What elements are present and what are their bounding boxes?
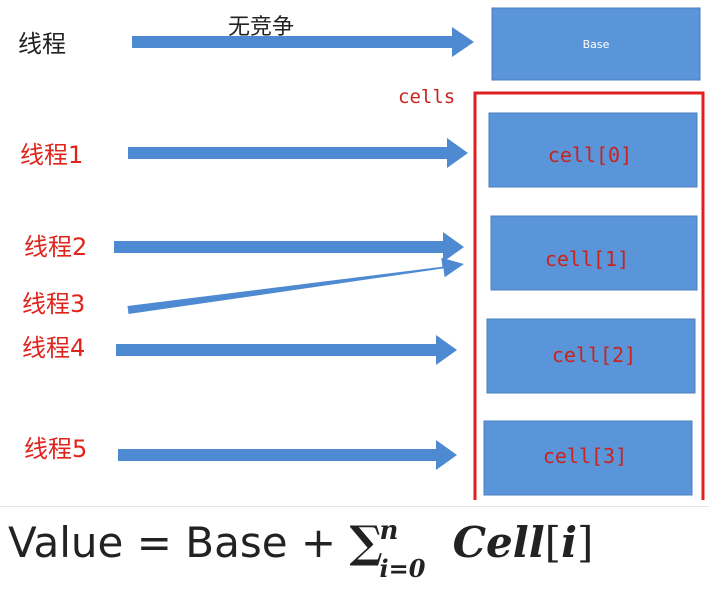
formula-bar: Value = Base + ∑ n i=0 Cell[i] xyxy=(0,506,709,583)
thread-4-arrow xyxy=(116,335,457,365)
contention-diagram: 线程 无竞争 Base cells cell[0] cell[1] cell[2… xyxy=(18,7,705,500)
formula-plus: + xyxy=(300,518,337,567)
thread-2-arrow xyxy=(114,232,464,262)
cell-2-box xyxy=(486,318,696,394)
cell-1-box xyxy=(490,215,698,291)
cell-3-box xyxy=(483,420,693,496)
thread-1-label: 线程1 xyxy=(20,141,83,169)
cell-term-name: Cell xyxy=(452,518,545,567)
top-thread-label: 线程 xyxy=(18,30,66,58)
cells-group-border xyxy=(473,91,705,500)
no-contention-label: 无竞争 xyxy=(228,15,294,40)
value-formula: Value = Base + ∑ n i=0 Cell[i] xyxy=(8,513,594,583)
cell-term-index: i xyxy=(561,518,578,567)
thread-2-label: 线程2 xyxy=(24,233,87,261)
thread-3-label: 线程3 xyxy=(22,290,85,318)
sum-upper-bound: n xyxy=(379,516,399,546)
cell-2-label: cell[2] xyxy=(552,343,636,367)
formula-summation: ∑ n i=0 xyxy=(349,513,425,583)
cell-0-box xyxy=(488,112,698,188)
formula-equals: = xyxy=(136,518,172,567)
thread-3-arrow xyxy=(127,257,464,314)
formula-lhs: Value xyxy=(8,518,124,567)
cell-1-label: cell[1] xyxy=(545,247,629,271)
thread-4-label: 线程4 xyxy=(22,334,85,362)
cell-3-label: cell[3] xyxy=(543,444,627,468)
close-bracket: ] xyxy=(577,518,594,567)
base-label: Base xyxy=(583,38,610,51)
open-bracket: [ xyxy=(544,518,562,567)
base-box xyxy=(491,7,701,81)
sigma-symbol: ∑ xyxy=(349,517,383,568)
sum-lower-bound: i=0 xyxy=(379,554,426,583)
thread-5-label: 线程5 xyxy=(24,435,87,463)
top-arrow xyxy=(132,27,474,57)
cells-group-label: cells xyxy=(398,86,455,108)
formula-base: Base xyxy=(185,518,288,567)
thread-1-arrow xyxy=(128,138,468,168)
cell-0-label: cell[0] xyxy=(548,143,632,167)
thread-5-arrow xyxy=(118,440,457,470)
formula-cell-term: Cell[i] xyxy=(453,518,594,567)
